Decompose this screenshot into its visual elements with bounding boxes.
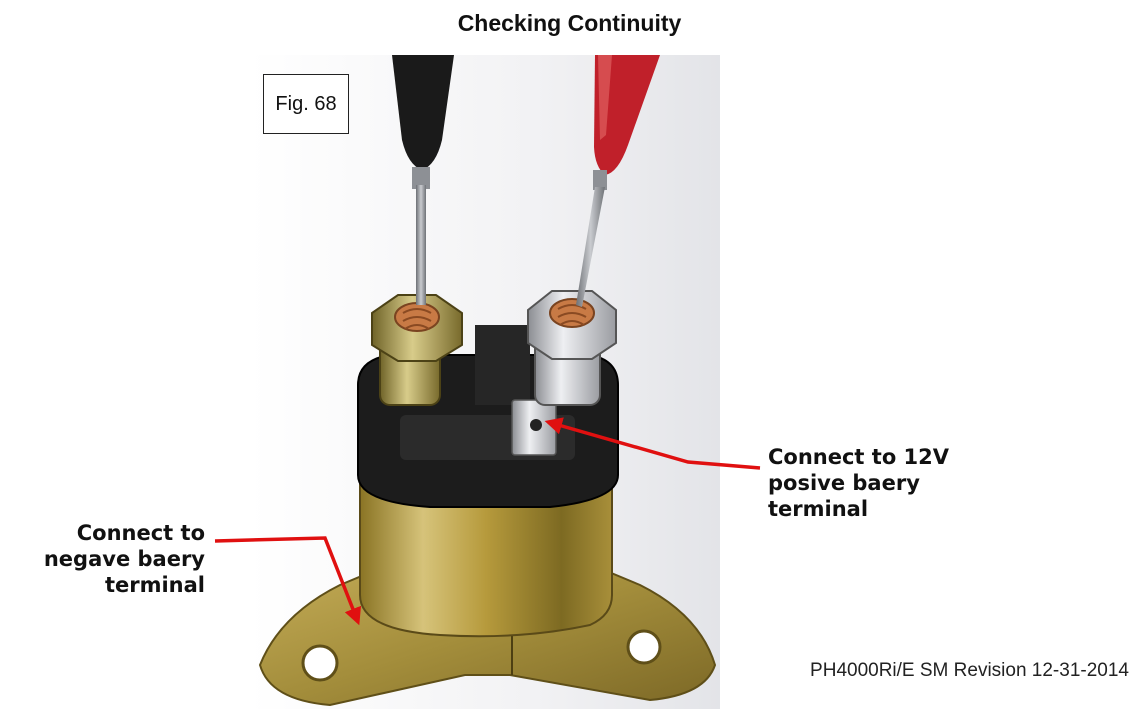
callout-positive-line-3: terminal	[768, 497, 869, 521]
callout-positive: Connect to 12V posive baery terminal	[768, 444, 1068, 522]
figure-label: Fig. 68	[263, 74, 349, 134]
solenoid-photo	[250, 55, 720, 709]
callout-negative: Connect to negave baery terminal	[0, 520, 205, 598]
revision-footer: PH4000Ri/E SM Revision 12-31-2014	[810, 660, 1129, 681]
callout-negative-line-1: Connect to	[76, 521, 205, 545]
callout-negative-line-2: negave baery	[43, 547, 205, 571]
callout-positive-line-2: posive baery	[768, 471, 920, 495]
callout-positive-line-1: Connect to 12V	[768, 445, 950, 469]
page-title: Checking Continuity	[457, 10, 682, 36]
callout-negative-line-3: terminal	[104, 573, 205, 597]
